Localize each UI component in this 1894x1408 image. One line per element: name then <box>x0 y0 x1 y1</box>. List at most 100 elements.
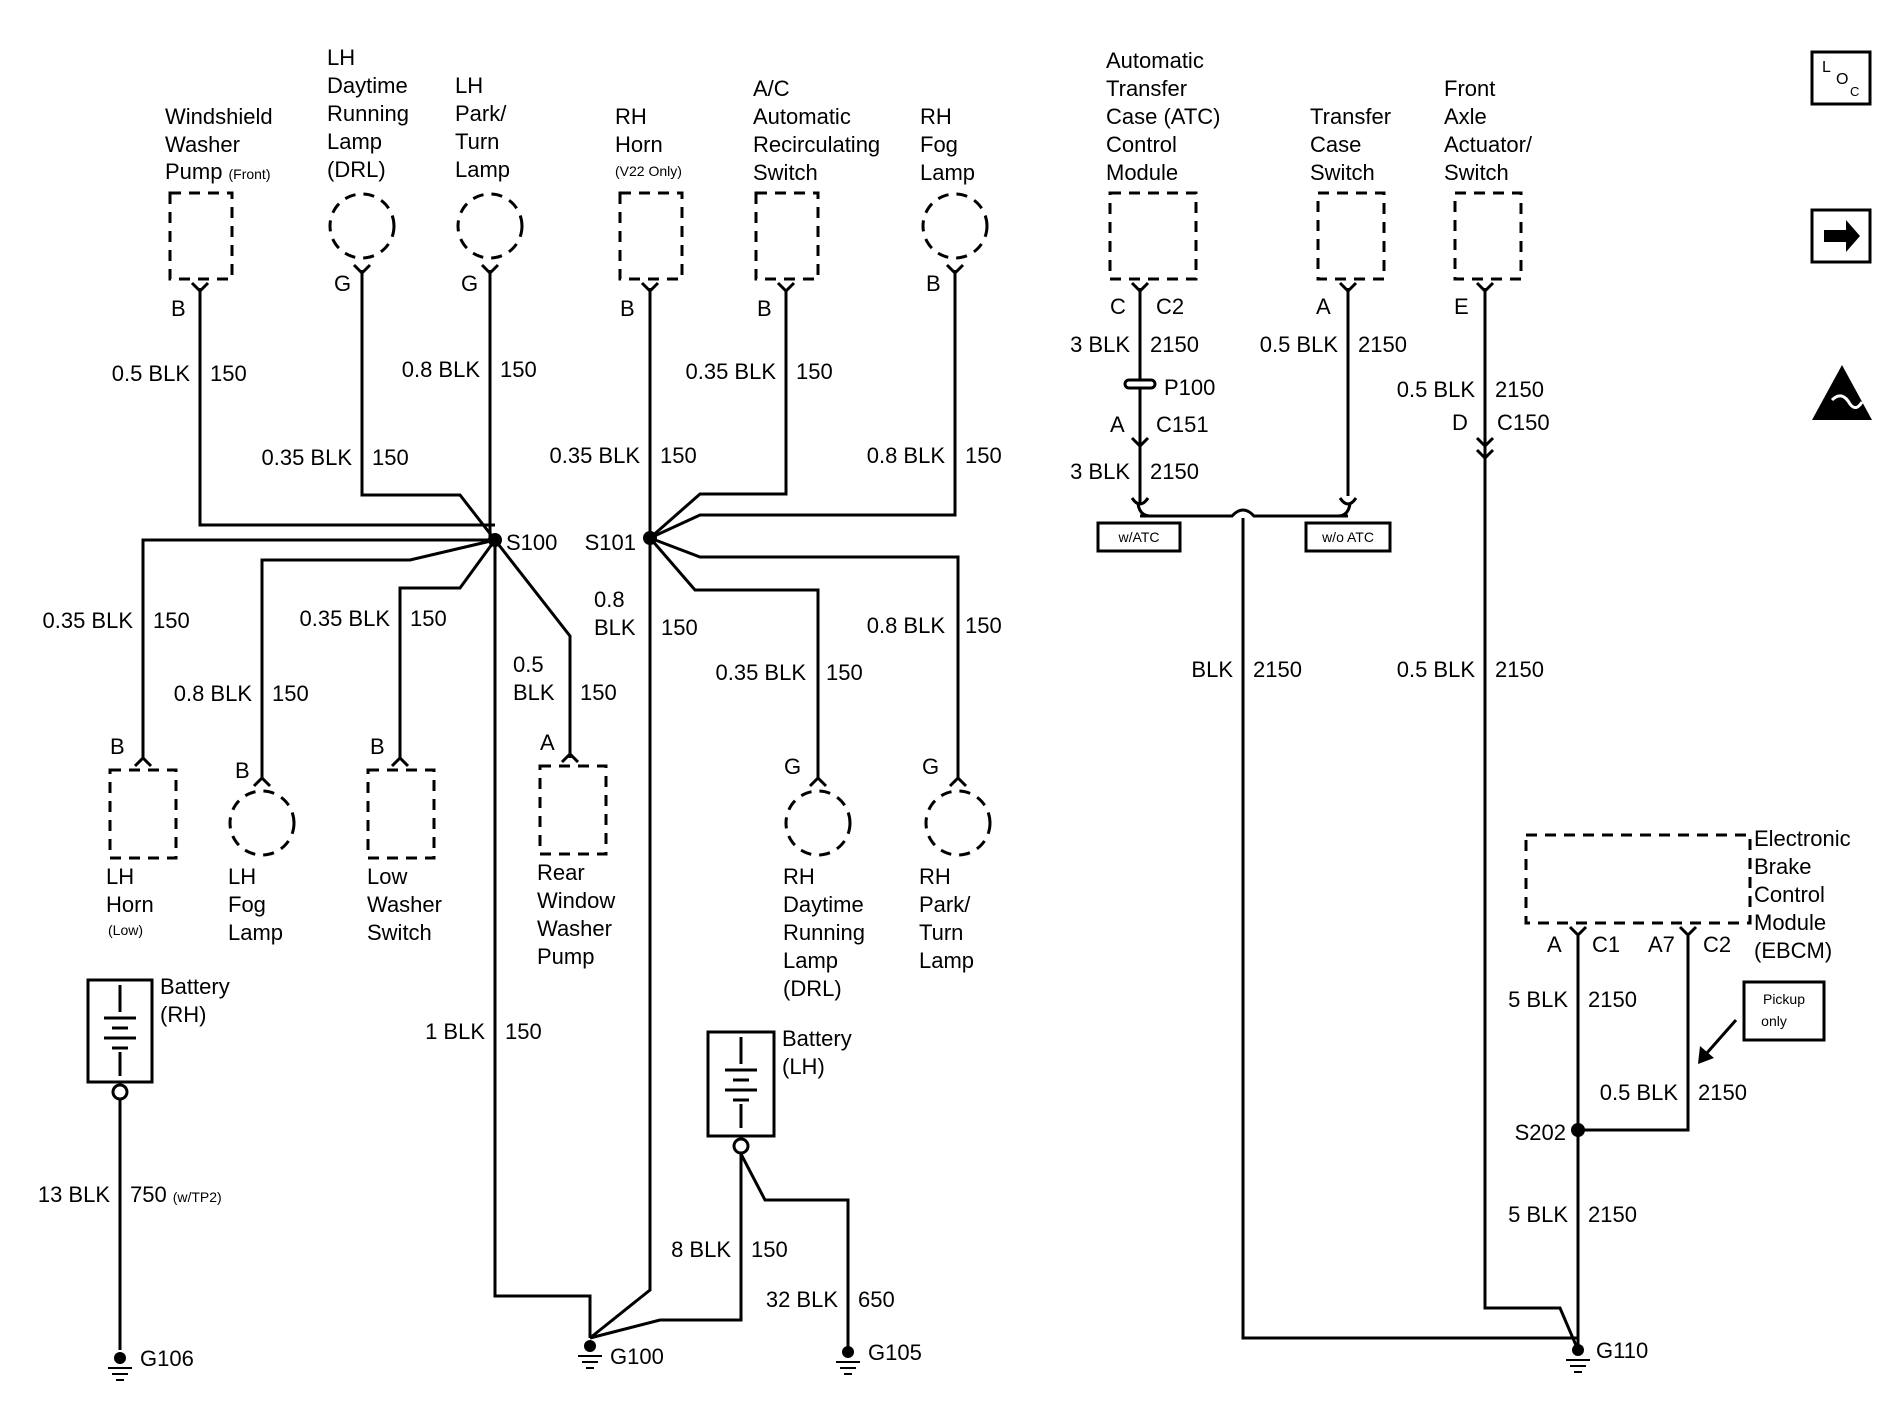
lh-drl-lamp <box>328 192 396 260</box>
ebcm-line2: Brake <box>1754 854 1811 879</box>
lh-drl-pin: G <box>334 271 351 296</box>
ac-switch-line4: Switch <box>753 160 818 185</box>
pickup-only-box <box>1742 980 1826 1042</box>
wire-batlh1-gauge: 8 BLK <box>671 1237 731 1262</box>
battery-lh <box>706 1030 776 1155</box>
rh-fog-pin: B <box>926 271 941 296</box>
wire-fa1-circuit: 2150 <box>1495 377 1544 402</box>
wire-blk-gauge: BLK <box>1191 657 1233 682</box>
pickup-arrowhead <box>1698 1046 1714 1064</box>
rear-window-washer-pump <box>538 764 608 856</box>
lh-horn-line2: Horn <box>106 892 154 917</box>
wire-atc1-gauge: 3 BLK <box>1070 332 1130 357</box>
lh-drl-line2: Daytime <box>327 73 408 98</box>
ws-pump-line1: Windshield <box>165 104 273 129</box>
tc-switch-line3: Switch <box>1310 160 1375 185</box>
ground-g100-icon <box>578 1340 602 1369</box>
rh-horn-note: (V22 Only) <box>615 163 682 179</box>
ebcm <box>1524 833 1752 925</box>
wire-ebcm3-gauge: 5 BLK <box>1508 1202 1568 1227</box>
pickup-line2: only <box>1761 1013 1787 1029</box>
rh-park-line4: Lamp <box>919 948 974 973</box>
wire-rear-gauge-b: BLK <box>513 680 555 705</box>
rear-washer-line3: Washer <box>537 916 612 941</box>
splice-s101 <box>643 531 657 545</box>
wire-ebcm2-circuit: 2150 <box>1698 1080 1747 1105</box>
lh-park-turn-lamp <box>456 192 524 260</box>
rear-washer-line2: Window <box>537 888 615 913</box>
rh-park-pin: G <box>922 754 939 779</box>
rh-drl-line4: Lamp <box>783 948 838 973</box>
low-washer-pin: B <box>370 734 385 759</box>
wire-s100-circuit: 150 <box>505 1019 542 1044</box>
with-atc-box <box>1096 521 1182 553</box>
lh-park-line3: Turn <box>455 129 499 154</box>
windshield-washer-pump <box>168 191 234 281</box>
wire-rhhorn-circuit: 150 <box>660 443 697 468</box>
ground-g105-icon <box>836 1346 860 1375</box>
wire-ac-top-gauge: 0.35 BLK <box>685 359 776 384</box>
rear-washer-pin: A <box>540 730 555 755</box>
ground-g106-label: G106 <box>140 1346 194 1371</box>
rh-drl-line2: Daytime <box>783 892 864 917</box>
esd-warning-icon <box>1812 365 1872 420</box>
battery-lh-line2: (LH) <box>782 1054 825 1079</box>
wire-ac-top-circuit: 150 <box>796 359 833 384</box>
wire-s101-circuit: 150 <box>661 615 698 640</box>
ws-pump-line3: Pump(Front) <box>165 159 270 184</box>
wire-lhfog-circuit: 150 <box>272 681 309 706</box>
component-locator-icon[interactable]: L O C <box>1810 50 1872 106</box>
pickup-line1: Pickup <box>1763 991 1805 1007</box>
front-axle-line2: Axle <box>1444 104 1487 129</box>
low-washer-switch <box>366 768 436 860</box>
ac-switch-line3: Recirculating <box>753 132 880 157</box>
wire-lhfog-gauge: 0.8 BLK <box>174 681 253 706</box>
wire-batrh-circuit: 750(w/TP2) <box>130 1182 222 1207</box>
without-atc-label: w/o ATC <box>1321 529 1374 545</box>
wire-atc1-circuit: 2150 <box>1150 332 1199 357</box>
wire-lhpark-circuit: 150 <box>500 357 537 382</box>
svg-text:L: L <box>1822 59 1831 76</box>
wire-rhpark-circuit: 150 <box>965 613 1002 638</box>
atc-pin: C <box>1110 294 1126 319</box>
wire-ws-circuit: 150 <box>210 361 247 386</box>
c151-pin: A <box>1110 412 1125 437</box>
front-axle-line3: Actuator/ <box>1444 132 1533 157</box>
wire-rear-gauge-a: 0.5 <box>513 652 544 677</box>
lh-drl-line4: Lamp <box>327 129 382 154</box>
lh-park-line4: Lamp <box>455 157 510 182</box>
wire-ebcm1-circuit: 2150 <box>1588 987 1637 1012</box>
front-axle-line1: Front <box>1444 76 1495 101</box>
rh-park-line3: Turn <box>919 920 963 945</box>
wire-rear-circuit: 150 <box>580 680 617 705</box>
wire-tcs-gauge: 0.5 BLK <box>1260 332 1339 357</box>
atc-line5: Module <box>1106 160 1178 185</box>
atc-control-module <box>1108 191 1198 281</box>
lh-fog-lamp <box>228 789 296 857</box>
with-atc-label: w/ATC <box>1118 529 1160 545</box>
splice-s101-label: S101 <box>585 530 636 555</box>
ws-pump-line2: Washer <box>165 132 240 157</box>
wire-s100-gauge: 1 BLK <box>425 1019 485 1044</box>
wire-ebcm3-circuit: 2150 <box>1588 1202 1637 1227</box>
atc-line3: Case (ATC) <box>1106 104 1221 129</box>
wire-rhfog-circuit: 150 <box>965 443 1002 468</box>
wire-low-gauge: 0.35 BLK <box>299 606 390 631</box>
tc-switch-pin: A <box>1316 294 1331 319</box>
arrow-right-icon[interactable] <box>1810 208 1872 264</box>
splice-s100 <box>488 533 502 547</box>
ground-g100-label: G100 <box>610 1344 664 1369</box>
wire-ebcm2-gauge: 0.5 BLK <box>1600 1080 1679 1105</box>
wire-batlh2-circuit: 650 <box>858 1287 895 1312</box>
transfer-case-switch <box>1316 191 1386 281</box>
low-washer-line2: Washer <box>367 892 442 917</box>
wire-lhpark-gauge: 0.8 BLK <box>402 357 481 382</box>
ebcm-line4: Module <box>1754 910 1826 935</box>
wire-fa2-gauge: 0.5 BLK <box>1397 657 1476 682</box>
rh-drl-line5: (DRL) <box>783 976 842 1001</box>
battery-rh-line1: Battery <box>160 974 230 999</box>
tc-switch-line2: Case <box>1310 132 1361 157</box>
wire-fa1-gauge: 0.5 BLK <box>1397 377 1476 402</box>
splice-s202-label: S202 <box>1515 1120 1566 1145</box>
svg-text:C: C <box>1850 84 1859 99</box>
